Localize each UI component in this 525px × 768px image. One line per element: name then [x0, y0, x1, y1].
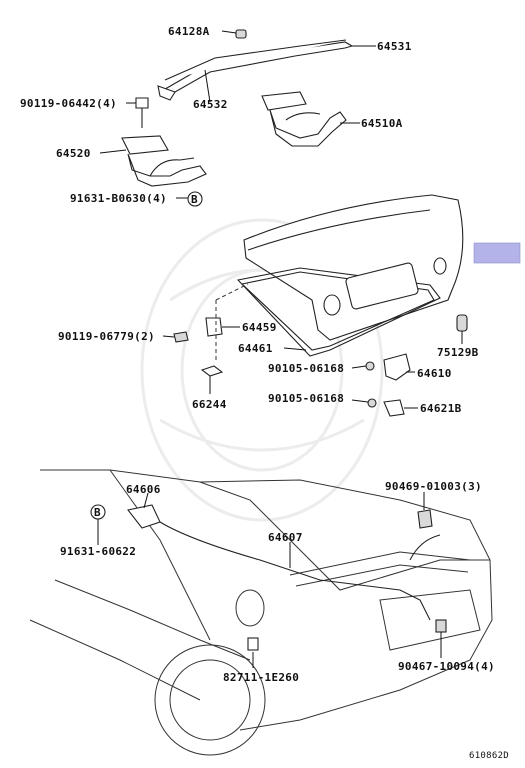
label-90469-01003: 90469-01003(3) [385, 480, 482, 493]
label-64128a: 64128A [168, 25, 210, 38]
leader-lines [97, 30, 463, 668]
label-66244: 66244 [192, 398, 227, 411]
part-labels: 64128A 64531 90119-06442(4) 64532 64510A… [20, 25, 509, 761]
trunk-lid [173, 194, 521, 417]
label-64610: 64610 [417, 367, 452, 380]
label-64510a: 64510A [361, 117, 403, 130]
label-90119-06779: 90119-06779(2) [58, 330, 155, 343]
callout-b-top-label: B [191, 193, 198, 206]
label-64461: 64461 [238, 342, 273, 355]
drawing-number: 610862D [469, 751, 509, 761]
label-82711-1e260: 82711-1E260 [223, 671, 299, 684]
label-64520: 64520 [56, 147, 91, 160]
highlight-marker [473, 242, 521, 264]
callout-b-top [187, 191, 203, 207]
watermark [140, 218, 384, 522]
label-90119-06442: 90119-06442(4) [20, 97, 117, 110]
label-64531: 64531 [377, 40, 412, 53]
label-64459: 64459 [242, 321, 277, 334]
label-91631-60622: 91631-60622 [60, 545, 136, 558]
label-64532: 64532 [193, 98, 228, 111]
label-90467-10094: 90467-10094(4) [398, 660, 495, 673]
label-75129b: 75129B [437, 346, 479, 359]
hinge-group: B [121, 29, 354, 207]
label-91631-b0630: 91631-B0630(4) [70, 192, 167, 205]
label-64607: 64607 [268, 531, 303, 544]
label-64621b: 64621B [420, 402, 462, 415]
label-64606: 64606 [126, 483, 161, 496]
car-body: B [29, 469, 493, 756]
label-90105-06168-a: 90105-06168 [268, 362, 344, 375]
callout-b-bottom-label: B [94, 506, 101, 519]
label-90105-06168-b: 90105-06168 [268, 392, 344, 405]
